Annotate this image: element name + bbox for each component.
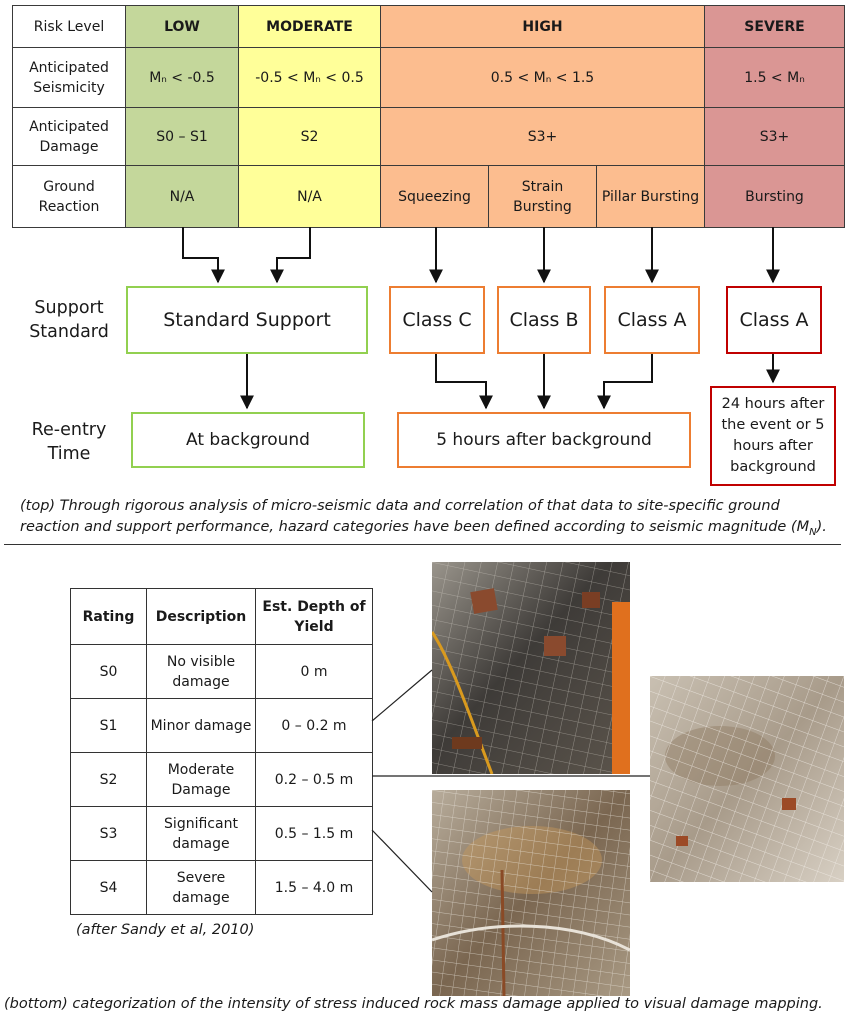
top-caption: (top) Through rigorous analysis of micro… (20, 496, 840, 543)
seismicity-severe: 1.5 < Mₙ (704, 47, 845, 108)
after-caption: (after Sandy et al, 2010) (76, 922, 255, 938)
class-b-box: Class B (497, 286, 591, 354)
damage-rating: S3 (70, 806, 147, 861)
photo-s3-damage (432, 790, 630, 996)
risk-level-header: Risk Level (12, 5, 126, 48)
damage-rating: S0 (70, 644, 147, 699)
level-severe: SEVERE (704, 5, 845, 48)
ground-pillar-bursting: Pillar Bursting (596, 165, 705, 228)
damage-depth: 1.5 – 4.0 m (255, 860, 373, 915)
seismicity-low: Mₙ < -0.5 (125, 47, 239, 108)
ground-low: N/A (125, 165, 239, 228)
ground-strain-bursting: Strain Bursting (488, 165, 597, 228)
damage-low: S0 – S1 (125, 107, 239, 166)
ground-moderate: N/A (238, 165, 381, 228)
damage-depth: 0 m (255, 644, 373, 699)
at-background-box: At background (131, 412, 365, 468)
level-high: HIGH (380, 5, 705, 48)
damage-high: S3+ (380, 107, 705, 166)
damage-header-depth: Est. Depth of Yield (255, 588, 373, 645)
photo-s2-damage (650, 676, 844, 882)
seismicity-high: 0.5 < Mₙ < 1.5 (380, 47, 705, 108)
damage-header-description: Description (146, 588, 256, 645)
severe-reentry-box: 24 hours after the event or 5 hours afte… (710, 386, 836, 486)
damage-moderate: S2 (238, 107, 381, 166)
ground-squeezing: Squeezing (380, 165, 489, 228)
standard-support-box: Standard Support (126, 286, 368, 354)
top-caption-text: (top) Through rigorous analysis of micro… (20, 498, 810, 535)
five-hours-box: 5 hours after background (397, 412, 691, 468)
photo-s1-damage (432, 562, 630, 774)
damage-depth: 0.2 – 0.5 m (255, 752, 373, 807)
damage-rating: S4 (70, 860, 147, 915)
damage-description: Minor damage (146, 698, 256, 753)
support-standard-label: Support Standard (29, 298, 109, 342)
bottom-caption: (bottom) categorization of the intensity… (4, 996, 823, 1012)
class-c-box: Class C (389, 286, 485, 354)
damage-severe: S3+ (704, 107, 845, 166)
damage-depth: 0.5 – 1.5 m (255, 806, 373, 861)
damage-header-rating: Rating (70, 588, 147, 645)
section-divider (4, 544, 841, 545)
class-a-high-box: Class A (604, 286, 700, 354)
damage-description: Moderate Damage (146, 752, 256, 807)
damage-label: Anticipated Damage (12, 107, 126, 166)
damage-description: No visible damage (146, 644, 256, 699)
risk-table: Risk Level LOW MODERATE HIGH SEVERE Anti… (12, 5, 845, 228)
seismicity-moderate: -0.5 < Mₙ < 0.5 (238, 47, 381, 108)
top-caption-end: ). (816, 519, 827, 535)
ground-bursting: Bursting (704, 165, 845, 228)
reentry-time-label: Re-entry Time (31, 420, 107, 464)
seismicity-label: Anticipated Seismicity (12, 47, 126, 108)
ground-label: Ground Reaction (12, 165, 126, 228)
damage-table: Rating Description Est. Depth of Yield S… (70, 588, 373, 915)
top-caption-subscript: N (809, 526, 817, 538)
damage-description: Severe damage (146, 860, 256, 915)
damage-description: Significant damage (146, 806, 256, 861)
class-a-severe-box: Class A (726, 286, 822, 354)
